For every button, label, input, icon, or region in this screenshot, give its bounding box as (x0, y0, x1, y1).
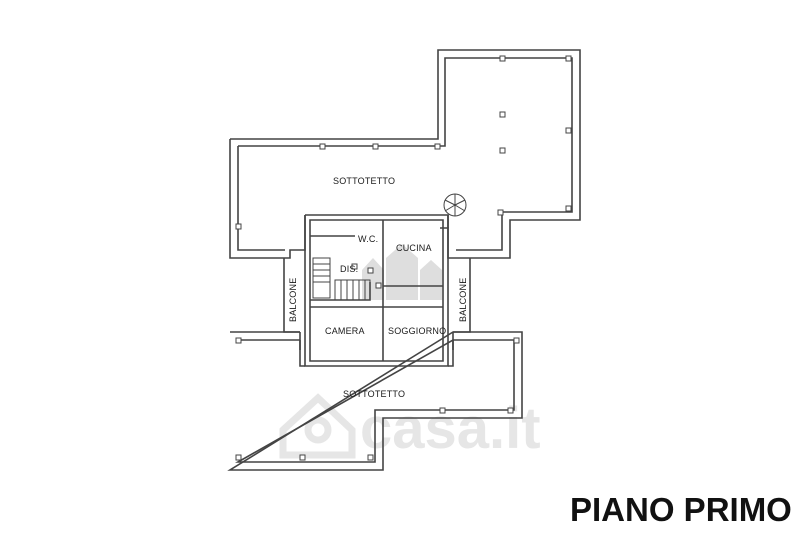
label-cucina: CUCINA (396, 243, 432, 253)
stairs (312, 257, 371, 301)
label-sottotetto-top: SOTTOTETTO (333, 176, 395, 186)
lower-attic-outline (227, 331, 523, 471)
walls (227, 49, 581, 471)
label-balcone-left: BALCONE (288, 278, 298, 322)
watermark-text: casa.it (360, 396, 541, 461)
upper-attic-outline (230, 49, 581, 259)
spiral-stair-icon (443, 193, 467, 217)
central-block-outline (304, 215, 449, 367)
pillars (235, 55, 572, 461)
watermark: casa.it (279, 393, 541, 461)
watermark-house-icon (279, 393, 356, 459)
label-balcone-right: BALCONE (458, 278, 468, 322)
label-wc: W.C. (358, 234, 378, 244)
label-sottotetto-bottom: SOTTOTETTO (343, 389, 405, 399)
plan-title: PIANO PRIMO (570, 491, 792, 528)
label-camera: CAMERA (325, 326, 365, 336)
label-soggiorno: SOGGIORNO (388, 326, 446, 336)
label-dis: DIS. (340, 264, 358, 274)
